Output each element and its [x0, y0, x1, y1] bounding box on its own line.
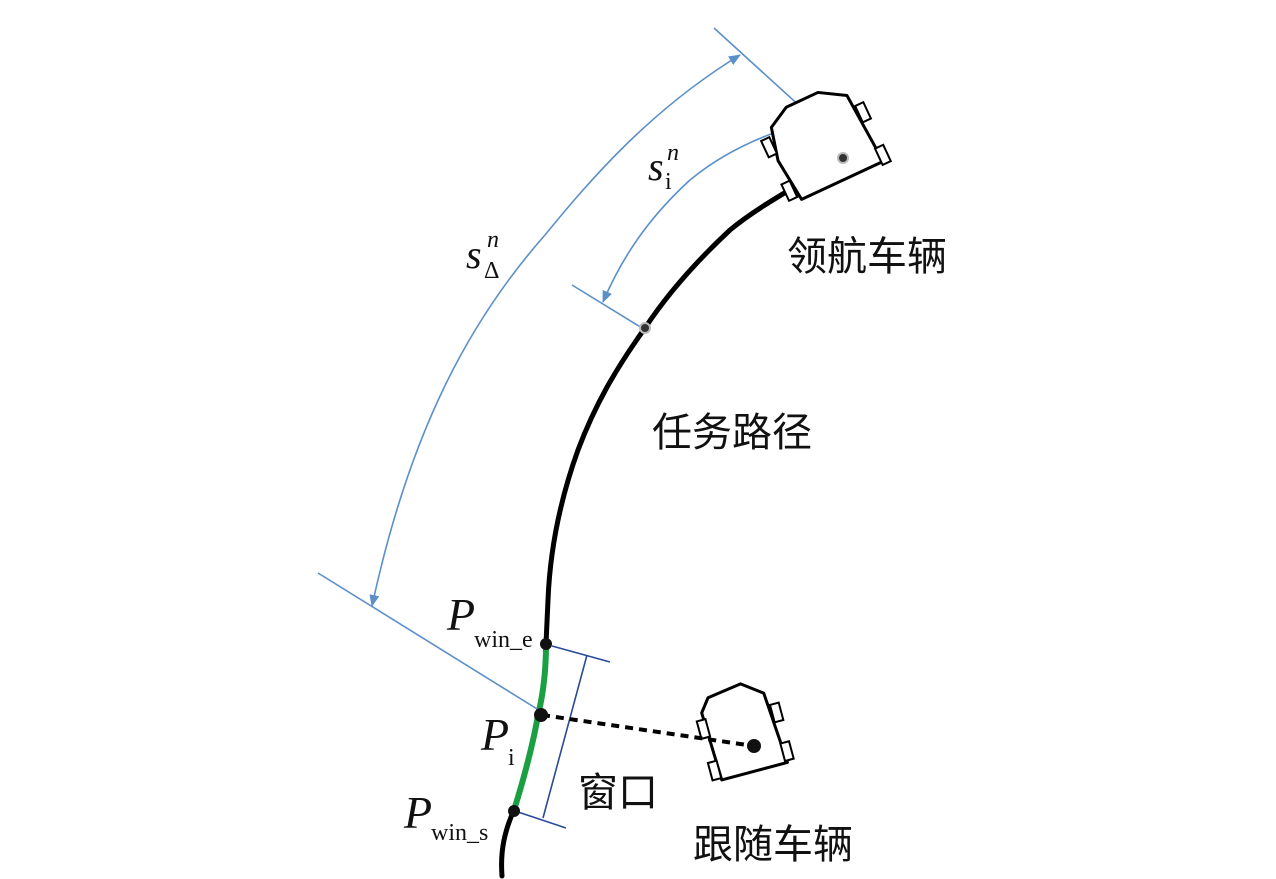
point-p-i — [534, 708, 548, 722]
point-p-win-s — [508, 805, 520, 817]
svg-text:P: P — [403, 787, 432, 838]
follower-center — [747, 739, 761, 753]
task-path-upper — [543, 156, 843, 647]
s-delta-arc-upper — [544, 54, 741, 236]
leader-vehicle-label: 领航车辆 — [787, 234, 947, 280]
leader-vehicle — [759, 90, 893, 203]
s-i-label: s n i — [648, 140, 679, 195]
s-delta-label: s n Δ — [466, 227, 499, 284]
window-label: 窗口 — [578, 770, 658, 816]
svg-text:s: s — [648, 144, 664, 189]
window-segment — [511, 641, 549, 813]
svg-text:P: P — [480, 709, 509, 760]
svg-text:win_s: win_s — [431, 820, 488, 846]
window-bracket — [511, 645, 611, 829]
svg-text:s: s — [466, 232, 482, 277]
svg-text:n: n — [667, 140, 679, 166]
leader-vehicle-center — [837, 152, 849, 164]
svg-text:P: P — [446, 589, 475, 640]
s-i-arc-lower — [602, 179, 691, 303]
dimension-line-pi — [317, 572, 543, 713]
svg-text:win_e: win_e — [474, 627, 533, 653]
svg-text:n: n — [487, 227, 499, 253]
p-win-e-label: P win_e — [446, 589, 533, 653]
p-win-s-label: P win_s — [403, 787, 488, 846]
task-path-lower — [499, 807, 517, 879]
point-mid-marker — [639, 322, 651, 334]
s-delta-arc-lower — [369, 234, 546, 607]
dimension-line-mid — [571, 284, 643, 329]
p-i-label: P i — [480, 709, 515, 771]
follower-vehicle — [695, 682, 795, 782]
point-p-win-e — [540, 638, 552, 650]
svg-text:Δ: Δ — [484, 258, 499, 284]
follower-link-dashed — [541, 713, 755, 748]
follower-vehicle-label: 跟随车辆 — [693, 822, 853, 868]
svg-text:i: i — [665, 169, 672, 195]
task-path-label: 任务路径 — [652, 410, 812, 456]
svg-text:i: i — [508, 745, 515, 771]
